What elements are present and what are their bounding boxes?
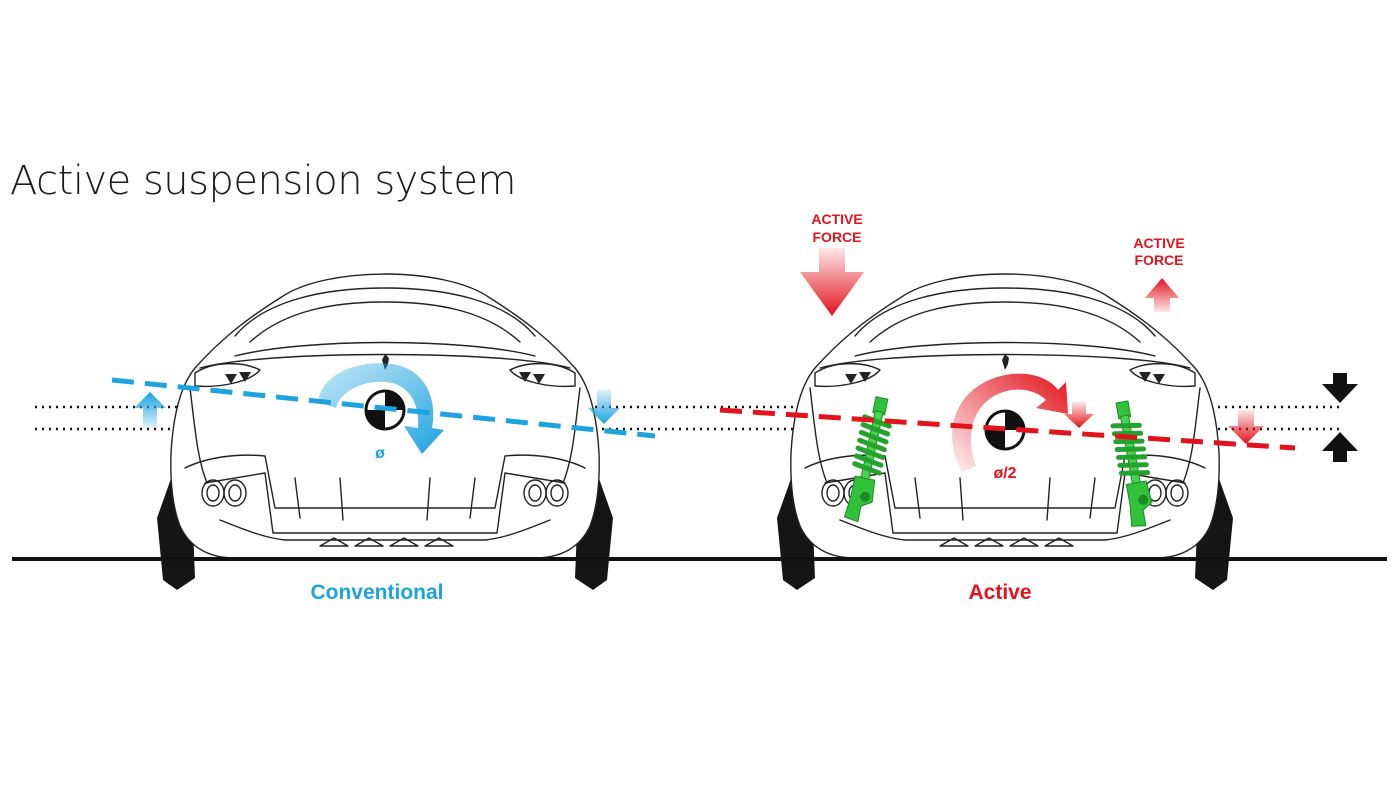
active-right-down-arrow (1064, 402, 1094, 428)
active-force-up-arrow (1145, 278, 1179, 312)
conventional-tilt-line (111, 377, 656, 439)
active-force-left-line1: ACTIVE (811, 211, 862, 227)
active-roll-arrow (952, 373, 1068, 472)
conventional-caption: Conventional (310, 581, 443, 604)
active-force-left-line2: FORCE (813, 229, 862, 245)
conventional-up-arrow (134, 392, 166, 428)
diagram-title: Active suspension system (10, 158, 516, 204)
active-far-right-down-arrow (1228, 410, 1264, 444)
active-caption: Active (968, 581, 1031, 604)
conventional-roll-arrow (318, 363, 444, 454)
active-force-right-line2: FORCE (1135, 252, 1184, 268)
conventional-car (156, 273, 614, 591)
reference-up-arrow (1322, 432, 1358, 462)
conventional-roll-symbol: ø (375, 445, 385, 462)
active-force-right-line1: ACTIVE (1133, 235, 1184, 251)
active-force-down-arrow (800, 248, 864, 316)
reference-down-arrow (1322, 373, 1358, 403)
ground-line (12, 557, 1387, 561)
active-tilt-line (719, 407, 1296, 451)
active-roll-symbol: ø/2 (993, 465, 1016, 482)
conventional-down-arrow (588, 390, 620, 424)
